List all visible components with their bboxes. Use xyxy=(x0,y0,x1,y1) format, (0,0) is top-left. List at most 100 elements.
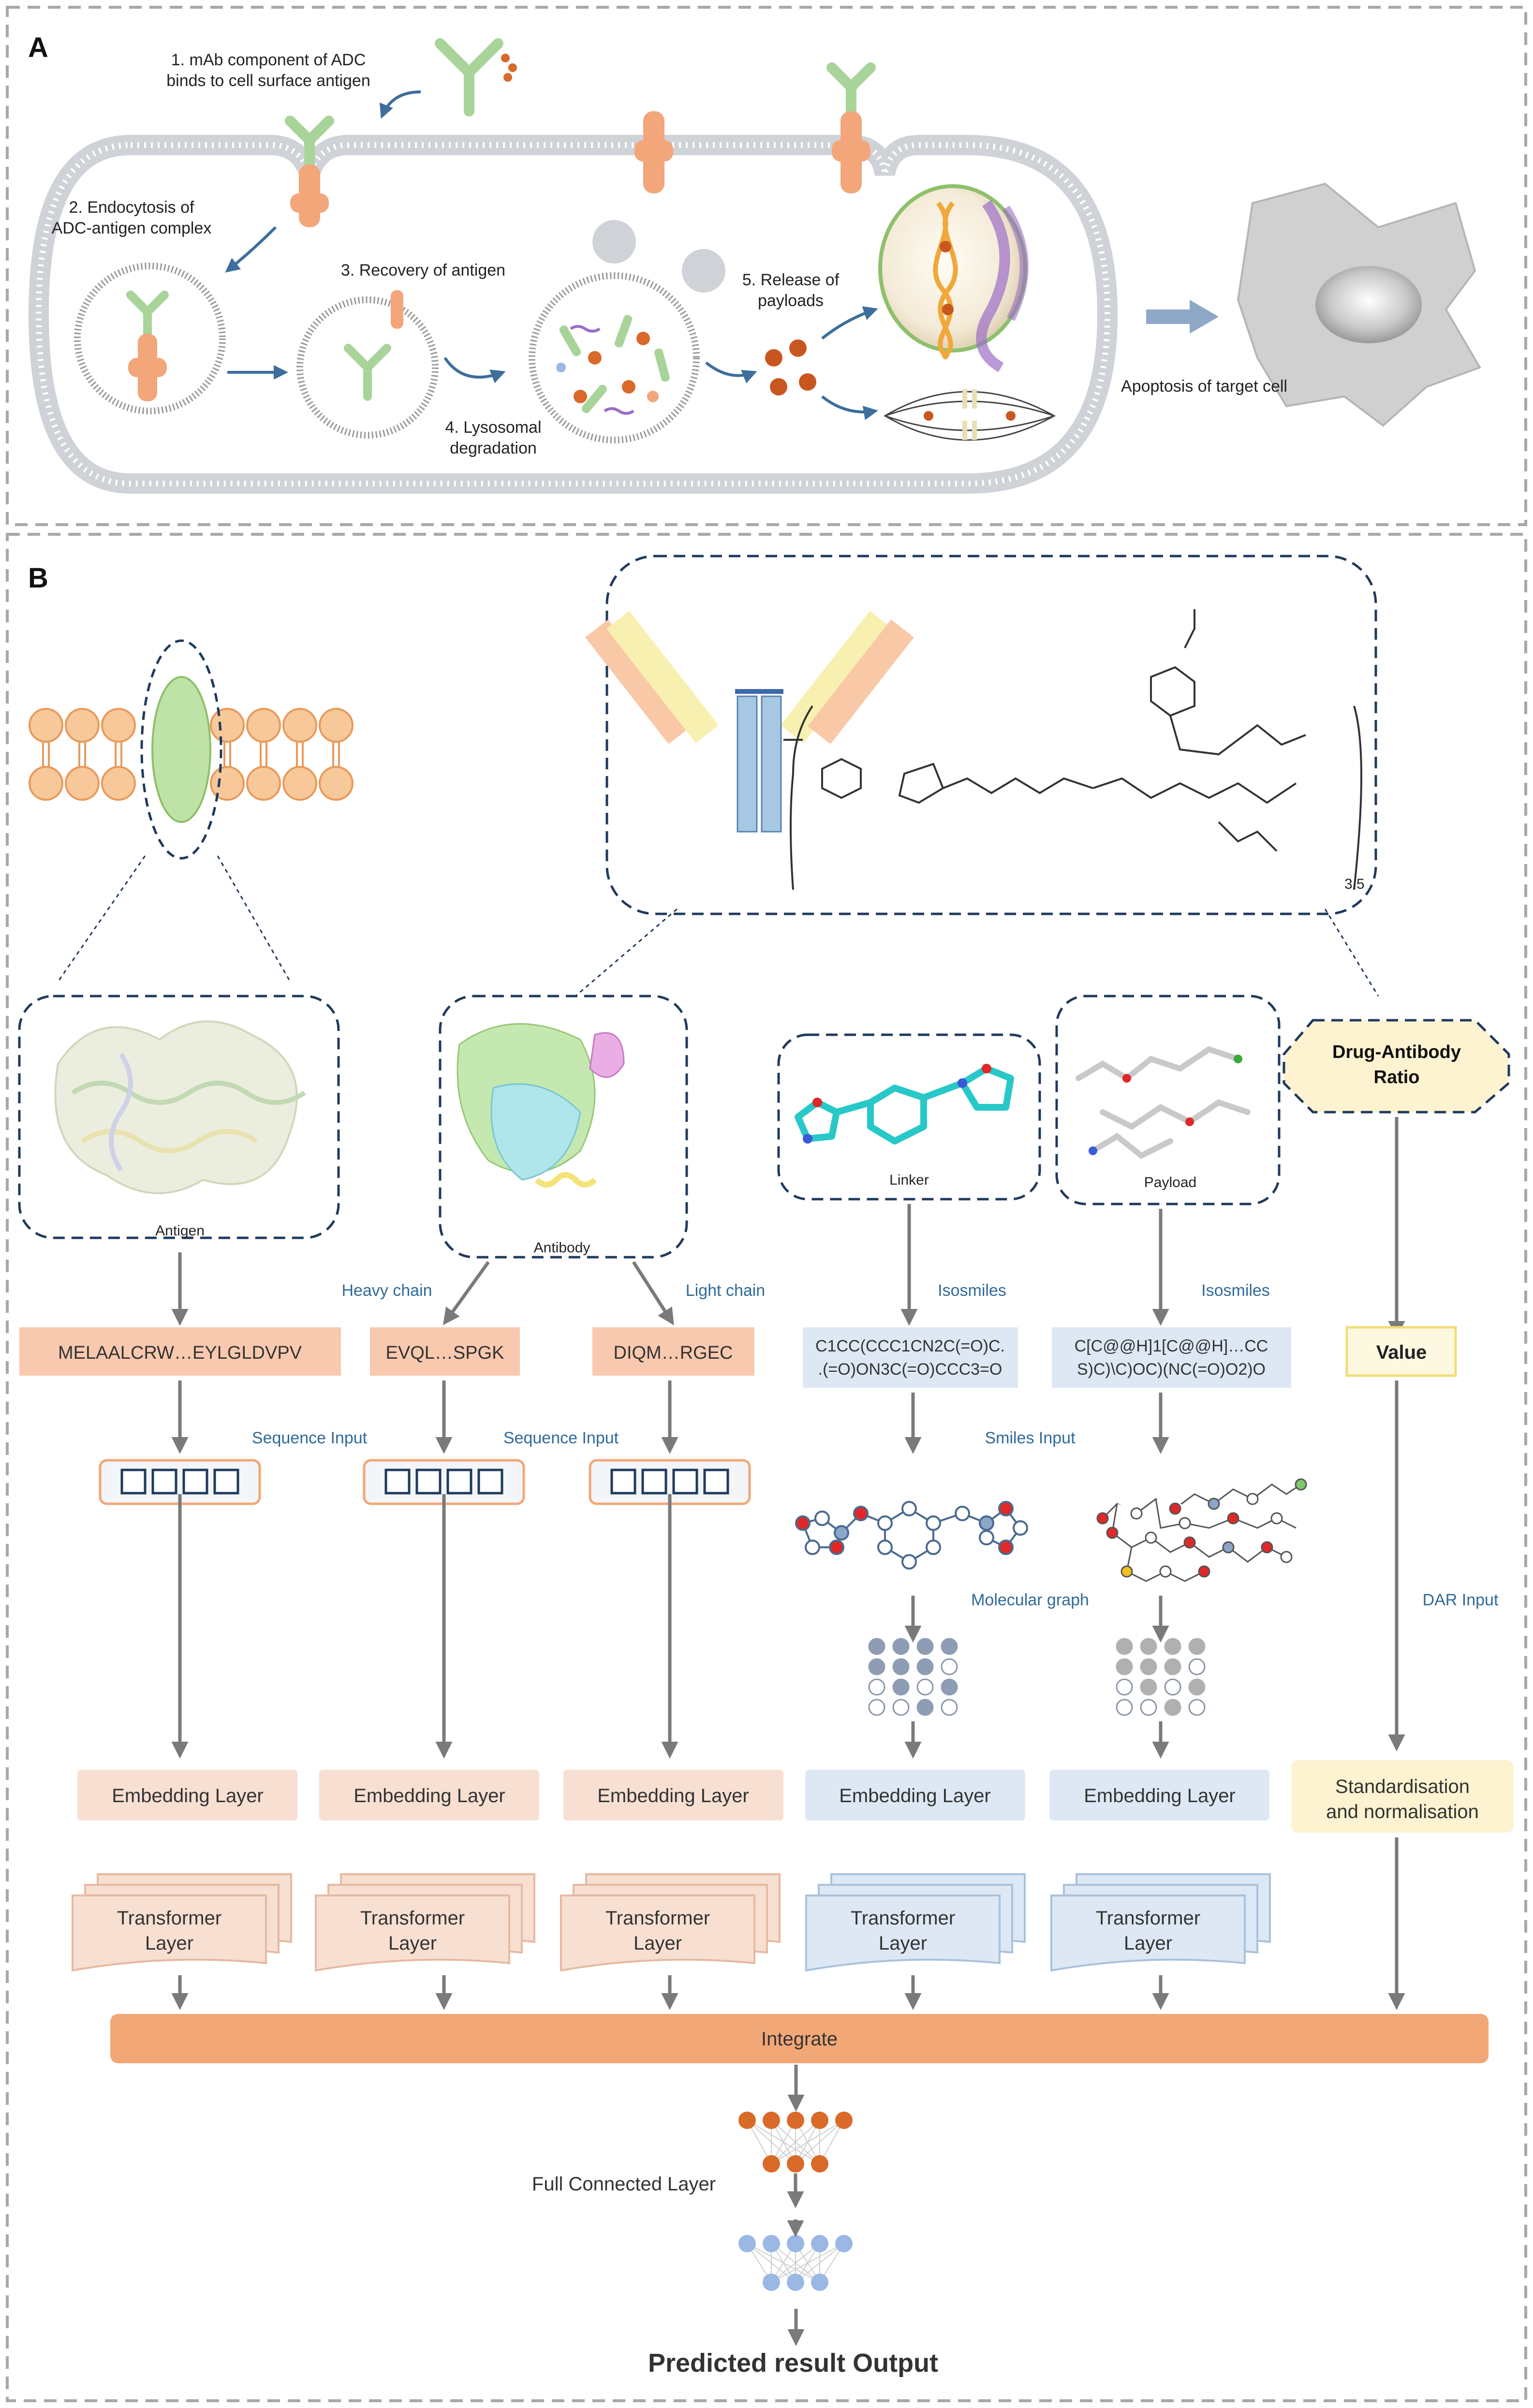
transformer-layer-sheet xyxy=(315,1894,510,1972)
dar-title: Drug-Antibody xyxy=(1332,1042,1461,1062)
fc-node-orange xyxy=(811,2112,828,2129)
lipid-bilayer xyxy=(29,708,354,801)
vesicle-gray-1 xyxy=(592,220,636,264)
apoptosis-text: Apoptosis of target cell xyxy=(1121,377,1287,396)
fc-node-orange xyxy=(763,2112,780,2129)
light-chain-label: Light chain xyxy=(686,1281,765,1300)
zoom-line-right xyxy=(217,855,291,982)
fc-node-blue xyxy=(738,2235,756,2252)
drug-linker-formula xyxy=(783,609,1362,890)
token-cell xyxy=(672,1468,698,1495)
step4-text-2: degradation xyxy=(450,439,537,457)
panel-a-border xyxy=(6,6,1527,526)
step4-text: 4. Lysosomal xyxy=(445,418,541,437)
feature-dot xyxy=(1116,1638,1133,1655)
heavy-token-box xyxy=(363,1459,525,1505)
heavy-transformer-text: Transformer xyxy=(360,1908,465,1929)
transformer-stacks xyxy=(72,1873,1271,1972)
token-cell xyxy=(415,1468,442,1495)
fc-node-orange xyxy=(811,2155,828,2173)
mitotic-spindle xyxy=(884,389,1056,441)
zoom-line-antibody xyxy=(575,908,678,997)
token-cell xyxy=(213,1468,239,1495)
payload-embedding-box xyxy=(1049,1770,1269,1821)
feature-dot xyxy=(941,1638,958,1655)
payload-smiles-text-2: S)C)\C)OC)(NC(=O)O2)O xyxy=(1077,1360,1266,1379)
fc-connection xyxy=(771,2243,820,2283)
apoptosis-arrow xyxy=(1146,300,1219,334)
panel-b-label: B xyxy=(28,562,48,594)
arrow-endo-2-lyso xyxy=(443,357,506,383)
fc-node-orange xyxy=(738,2112,756,2129)
feature-dot xyxy=(916,1658,934,1675)
fc-node-orange xyxy=(787,2112,804,2129)
feature-dot xyxy=(916,1699,934,1716)
feature-dot xyxy=(868,1699,885,1716)
dar-normalisation-box xyxy=(1291,1760,1514,1833)
integrate-bar xyxy=(110,2014,1489,2063)
lipid-head xyxy=(29,708,63,743)
step5-text: 5. Release of xyxy=(742,271,840,289)
feature-dot xyxy=(1164,1638,1181,1655)
linker-feature-matrix xyxy=(868,1638,958,1716)
light-token-box xyxy=(589,1459,751,1505)
fc-connection xyxy=(771,2120,844,2164)
antibody-protein-render xyxy=(457,1023,625,1188)
step1-text-2: binds to cell surface antigen xyxy=(166,72,370,90)
linker-smiles-text: C1CC(CCC1CN2C(=O)C. xyxy=(815,1337,1005,1355)
dar-normalisation-text: Standardisation xyxy=(1335,1776,1470,1797)
endosome-1 xyxy=(74,263,226,414)
payload-feature-matrix xyxy=(1116,1638,1206,1716)
step1-arrow xyxy=(380,90,421,119)
feature-dot xyxy=(1140,1658,1157,1675)
antigen-token-box xyxy=(99,1459,261,1505)
lipid-head xyxy=(319,708,354,743)
antigen-with-adc-right xyxy=(826,62,876,193)
fc-connection xyxy=(771,2120,820,2164)
feature-dot xyxy=(1188,1638,1206,1655)
fc-node-blue xyxy=(763,2274,780,2291)
apoptotic-nucleus xyxy=(1315,266,1422,343)
light-embedding-text: Embedding Layer xyxy=(597,1785,749,1806)
lipid-head xyxy=(282,766,317,801)
linker-molecular-graph xyxy=(795,1501,1028,1570)
feature-dot xyxy=(1116,1658,1133,1675)
lipid-head xyxy=(210,708,245,743)
linker-3d-render xyxy=(795,1064,1014,1145)
payload-smiles-box xyxy=(1052,1327,1291,1388)
feature-dot xyxy=(941,1678,958,1696)
output-title: Predicted result Output xyxy=(648,2349,938,2378)
linker-transformer-text: Transformer xyxy=(851,1908,955,1929)
dar-title-2: Ratio xyxy=(1374,1067,1420,1087)
lipid-head xyxy=(65,766,100,801)
fc-layer-label: Full Connected Layer xyxy=(532,2173,716,2195)
transformer-layer-sheet xyxy=(1050,1894,1246,1972)
arrow-heavy xyxy=(442,1261,490,1325)
arrow-light xyxy=(632,1261,674,1325)
lipid-head xyxy=(246,708,281,743)
linker-transformer-text-2: Layer xyxy=(879,1933,927,1954)
transformer-layer-sheet xyxy=(72,1894,267,1972)
antigen-structure-label: Antigen xyxy=(155,1223,205,1239)
token-cell xyxy=(477,1468,503,1495)
linker-structure-frame xyxy=(777,1033,1041,1201)
arrow-lyso-payload xyxy=(705,361,757,383)
linker-isosmiles-label: Isosmiles xyxy=(938,1281,1006,1300)
light-sequence-box xyxy=(592,1327,754,1376)
step3-text: 3. Recovery of antigen xyxy=(341,261,505,279)
transformer-layer-sheet xyxy=(805,1894,1001,1972)
token-cell xyxy=(151,1468,177,1495)
fully-connected-network xyxy=(738,2112,853,2291)
payload-structure-frame xyxy=(1055,995,1281,1205)
light-transformer-text-2: Layer xyxy=(634,1933,682,1954)
dar-normalisation-text-2: and normalisation xyxy=(1326,1801,1479,1822)
dar-input-label: DAR Input xyxy=(1423,1591,1499,1609)
fc-connection xyxy=(795,2120,844,2164)
payload-transformer-text-2: Layer xyxy=(1124,1933,1172,1954)
feature-dot xyxy=(916,1638,934,1655)
feature-dot xyxy=(1116,1678,1133,1696)
linker-smiles-text-2: .(=O)ON3C(=O)CCC3=O xyxy=(818,1360,1002,1379)
lipid-head xyxy=(282,708,317,743)
payload-isosmiles-label: Isosmiles xyxy=(1201,1281,1270,1300)
